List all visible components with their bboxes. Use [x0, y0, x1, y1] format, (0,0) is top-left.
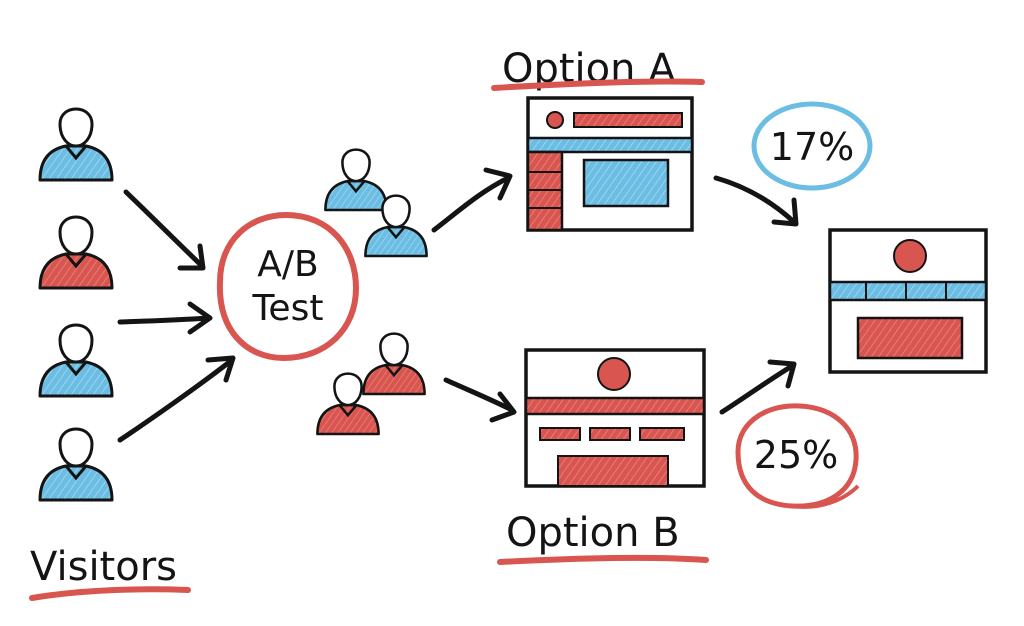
person-icon: [38, 215, 114, 290]
option-a-webpage: [526, 96, 694, 232]
arrow-icon: [719, 359, 797, 415]
option-a-underline: [491, 78, 705, 91]
group-b: [316, 332, 426, 436]
person-icon: [38, 107, 114, 182]
ab-test-circle: [216, 211, 360, 362]
ab-test-label-line1: A/B: [257, 244, 318, 285]
winning-webpage: [828, 228, 988, 374]
conversion-rate-b: 25%: [735, 403, 860, 509]
person-icon: [38, 427, 114, 502]
arrow-icon: [117, 355, 236, 443]
option-b-underline: [497, 554, 709, 565]
rate-a-label: 17%: [770, 125, 854, 169]
rate-b-circle: [735, 403, 859, 509]
arrows-to-winner: [713, 175, 799, 415]
rate-a-circle: [751, 101, 873, 191]
visitors-underline: [29, 586, 191, 601]
person-icon: [324, 148, 388, 212]
arrows-to-options: [431, 167, 517, 423]
person-icon: [362, 332, 426, 396]
arrow-icon: [431, 167, 513, 233]
rate-b-label: 25%: [754, 433, 838, 477]
arrow-icon: [713, 175, 799, 227]
arrow-icon: [117, 301, 213, 335]
ab-test-node: A/B Test: [216, 211, 360, 362]
arrow-icon: [123, 189, 206, 271]
arrows-to-test: [117, 189, 236, 443]
conversion-rate-a: 17%: [751, 101, 873, 191]
option-b-webpage: [524, 348, 706, 488]
visitors-label: Visitors: [30, 544, 177, 590]
option-b-label: Option B: [506, 510, 680, 556]
arrow-icon: [443, 377, 517, 423]
person-icon: [38, 323, 114, 398]
ab-test-label-line2: Test: [252, 288, 324, 329]
visitors-column: [38, 107, 114, 502]
